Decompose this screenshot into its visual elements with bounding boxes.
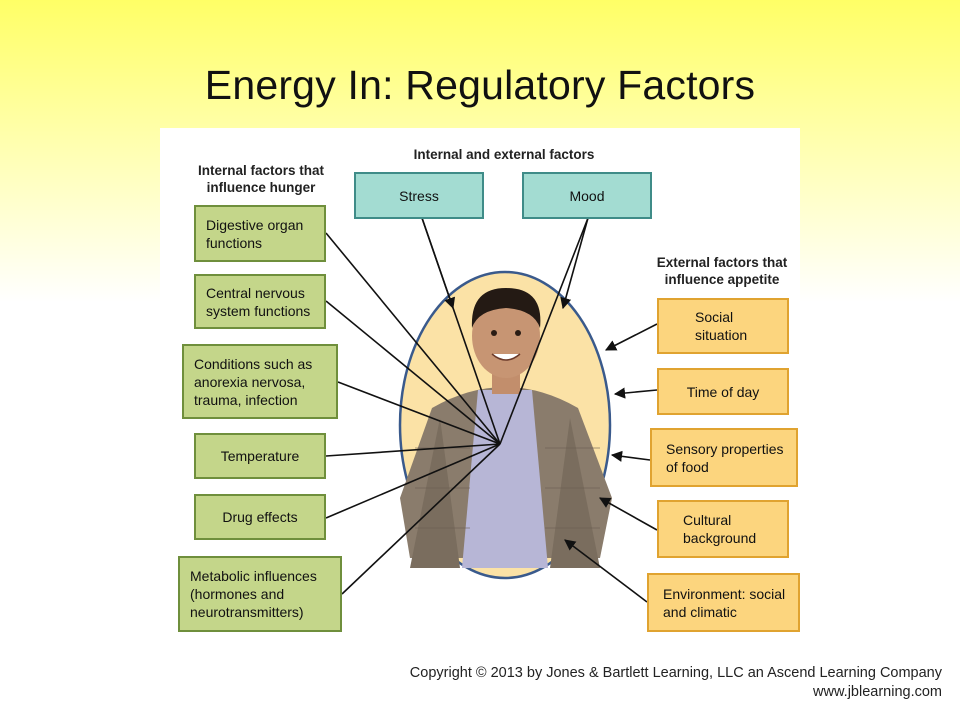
diagram-graphics (325, 217, 658, 603)
regulatory-factors-diagram: Internal factors that influence hunger I… (160, 128, 800, 640)
mood-box: Mood (522, 172, 652, 219)
stress-arrow (421, 217, 456, 310)
internal-factors-header: Internal factors that influence hunger (197, 163, 325, 195)
external-factor-arrows (564, 323, 658, 603)
internal-factor-conditions: Conditions such as anorexia nervosa, tra… (182, 344, 338, 419)
shared-factors-header: Internal and external factors (413, 147, 595, 162)
internal-factor-digestive: Digestive organ functions (194, 205, 326, 262)
copyright-notice: Copyright © 2013 by Jones & Bartlett Lea… (410, 664, 942, 702)
internal-factor-metabolic: Metabolic influences (hormones and neuro… (178, 556, 342, 632)
slide-title: Energy In: Regulatory Factors (204, 62, 756, 108)
external-factor-time-of-day: Time of day (657, 368, 789, 415)
internal-factor-drug-effects: Drug effects (194, 494, 326, 540)
external-factor-environment: Environment: social and climatic (647, 573, 800, 632)
internal-factor-temperature: Temperature (194, 433, 326, 479)
internal-factor-cns: Central nervous system functions (194, 274, 326, 329)
external-factor-sensory: Sensory properties of food (650, 428, 798, 487)
stress-box: Stress (354, 172, 484, 219)
mood-arrow (560, 217, 589, 310)
external-factor-social-situation: Social situation (657, 298, 789, 354)
publisher-url: www.jblearning.com (813, 684, 942, 700)
external-factors-header: External factors that influence appetite (656, 255, 788, 287)
internal-factor-lines (325, 217, 589, 595)
copyright-line: Copyright © 2013 by Jones & Bartlett Lea… (409, 665, 942, 681)
external-factor-cultural: Cultural background (657, 500, 789, 558)
person-illustration (400, 288, 612, 568)
